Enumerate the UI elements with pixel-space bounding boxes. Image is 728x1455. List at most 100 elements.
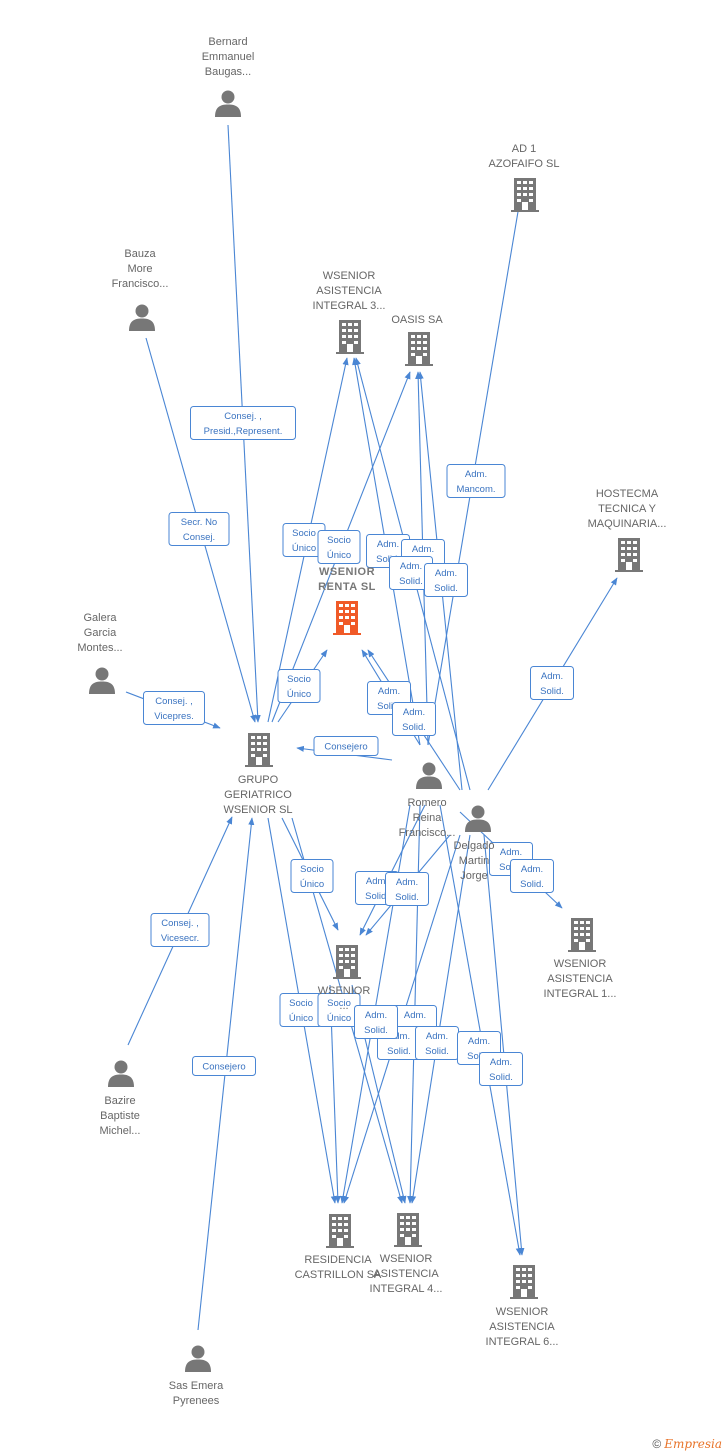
edge-label-text: Adm. (500, 847, 522, 858)
person-icon (465, 805, 491, 832)
node-label: MAQUINARIA... (588, 518, 667, 530)
edge-label-text: Solid. (365, 891, 389, 902)
brand-logo[interactable]: Empresia (664, 1437, 722, 1451)
node-label: INTEGRAL 6... (486, 1336, 559, 1348)
edge-label-text: Único (289, 1013, 313, 1024)
node-residencia[interactable]: RESIDENCIA CASTRILLON SA (295, 1214, 382, 1281)
edge-label-text: Solid. (376, 554, 400, 565)
edge-label-text: Único (292, 543, 316, 554)
node-oasis[interactable]: OASIS SA (391, 314, 443, 366)
edge-label-box[interactable]: Adm.Solid. (392, 702, 436, 736)
edge-label-box[interactable]: Consejero (192, 1056, 256, 1076)
edge-label-box[interactable]: Adm. Solid. (389, 556, 433, 590)
edge-label-box[interactable]: Adm.Solid. (479, 1052, 523, 1086)
node-label: Jorge (460, 870, 488, 882)
edge-label-text: Socio (327, 998, 351, 1009)
edge-label-text: Solid. (395, 892, 419, 903)
edge-label-text: Socio (327, 535, 351, 546)
node-bauza[interactable]: BauzaMoreFrancisco... (112, 248, 169, 331)
node-label: WSENIOR (380, 1253, 433, 1265)
node-label: GRUPO (238, 774, 279, 786)
node-label: ASISTENCIA (373, 1268, 439, 1280)
edge-label-box[interactable]: Adm.Solid. (415, 1026, 459, 1060)
edge-label-text: Adm. (465, 469, 487, 480)
edge-label-text: Adm. (388, 1031, 410, 1042)
edge-label-text: Solid. (402, 722, 426, 733)
edge-label-text: Vicesecr. (161, 933, 199, 944)
edge-line (483, 834, 525, 1256)
node-label: CASTRILLON SA (295, 1269, 382, 1281)
edge-label-text: Consej. (183, 532, 215, 543)
node-label: WSENIOR (496, 1306, 549, 1318)
node-label: INTEGRAL 4... (370, 1283, 443, 1295)
edge-label-box[interactable]: Consejero (313, 736, 379, 756)
building-icon (245, 733, 273, 767)
node-label: WSENIOR (319, 566, 375, 578)
edge-label-text: Consejero (202, 1062, 245, 1073)
edge-label-text: Consej. , (155, 696, 193, 707)
node-label: Michel... (100, 1125, 141, 1137)
copyright-icon: © (652, 1437, 662, 1451)
node-label: ASISTENCIA (316, 285, 382, 297)
person-icon (89, 667, 115, 694)
edge-labels: Consej. , Presid.,Represent. Secr. NoConse… (143, 406, 574, 1086)
person-icon (215, 90, 241, 117)
edge-line (359, 804, 426, 936)
node-label: INTEGRAL 3... (313, 300, 386, 312)
person-icon (129, 304, 155, 331)
edge-label-text: Consej. , (224, 411, 262, 422)
edge-label-box[interactable]: Adm.Solid. (424, 563, 468, 597)
edge-label-box[interactable]: Adm.Solid. (510, 859, 554, 893)
node-label: Bauza (124, 248, 156, 260)
node-label: Montes... (77, 642, 122, 654)
edge-label-box[interactable]: Consej. ,Vicesecr. (150, 913, 210, 947)
node-label: Martin (459, 855, 490, 867)
node-romero[interactable]: RomeroReinaFrancisco... (399, 762, 456, 840)
edge-line (340, 804, 411, 1204)
building-icon (333, 601, 361, 635)
edge-label-text: Socio (287, 674, 311, 685)
node-wsenior4[interactable]: WSENIOR ASISTENCIA INTEGRAL 4... (370, 1213, 443, 1295)
node-label: Bazire (104, 1095, 135, 1107)
edge-label-box[interactable]: Adm.Solid. (385, 872, 429, 906)
edge-label-text: Adm. (377, 539, 399, 550)
nodes: BernardEmmanuelBaugas...BauzaMoreFrancis… (77, 36, 666, 1407)
building-icon (511, 178, 539, 212)
edge-label-box[interactable]: Adm.Solid. (354, 1005, 398, 1039)
node-wsenior-mid[interactable]: WSENIOR... (318, 945, 371, 1012)
edge-label-text: Presid.,Represent. (204, 426, 283, 437)
edge-label-box[interactable]: Consej. , Presid.,Represent. (190, 406, 296, 440)
node-bernard[interactable]: BernardEmmanuelBaugas... (202, 36, 255, 117)
edge-label-box[interactable]: Adm.Solid. (530, 666, 574, 700)
edge-label-text: Adm. (426, 1031, 448, 1042)
building-icon (394, 1213, 422, 1247)
edge-label-text: Adm. (541, 671, 563, 682)
node-bazire[interactable]: BazireBaptisteMichel... (100, 1060, 141, 1138)
edge-label-text: Adm. (400, 561, 422, 572)
node-label: OASIS SA (391, 314, 443, 326)
node-label: More (127, 263, 152, 275)
edge-label-text: Solid. (399, 576, 423, 587)
edge-label-box[interactable]: Consej. ,Vicepres. (143, 691, 205, 725)
edge-label-text: Consejero (324, 742, 367, 753)
node-label: RESIDENCIA (304, 1254, 372, 1266)
node-galera[interactable]: GaleraGarciaMontes... (77, 612, 123, 694)
node-label: Pyrenees (173, 1395, 220, 1407)
edge-label-text: Adm. (404, 1010, 426, 1021)
edge-label-box[interactable]: Adm.Mancom. (446, 464, 506, 498)
